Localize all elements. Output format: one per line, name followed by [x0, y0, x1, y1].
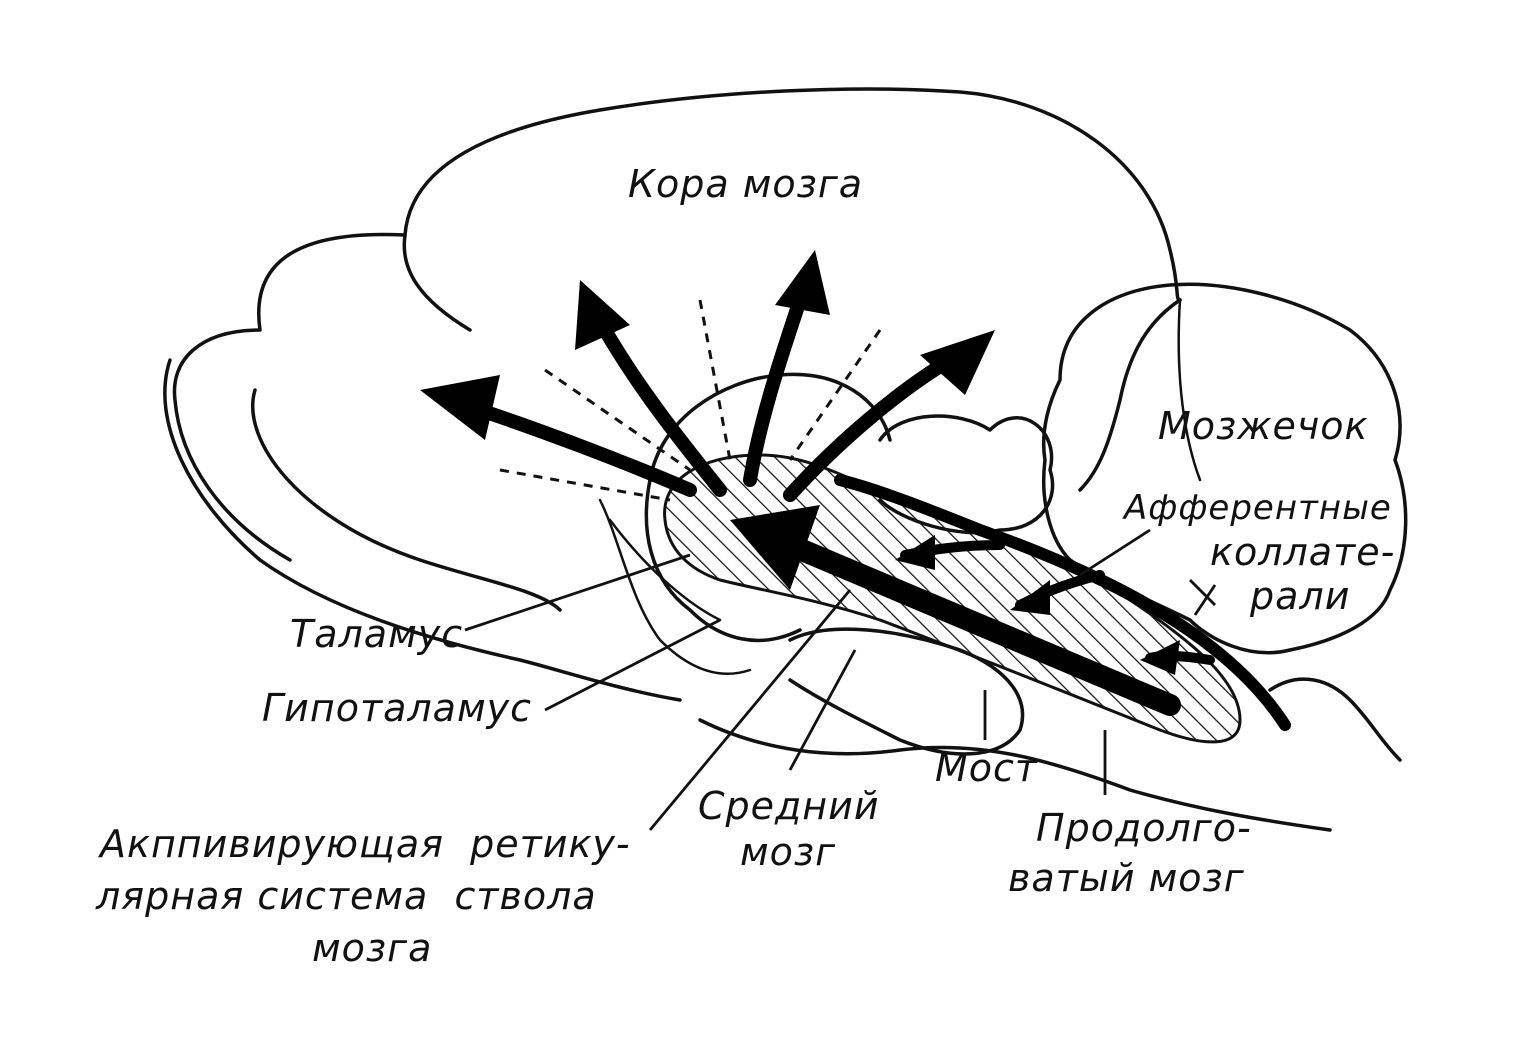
arrow-head	[1140, 640, 1180, 675]
ascending-arrow	[473, 403, 697, 497]
cerebellum-fold	[1177, 298, 1202, 482]
thalamus-label: Таламус	[290, 612, 464, 656]
afferent-collateral-arrow	[834, 474, 1291, 731]
afferent-label-line2: коллате-	[1210, 530, 1396, 574]
dashed-fiber	[698, 299, 732, 461]
cortex-lower-edge	[1078, 298, 1182, 492]
thalamus-leader	[464, 553, 691, 632]
hypothalamus-inner	[608, 518, 722, 622]
ascending-arrow	[783, 353, 957, 502]
cerebellum-outline	[1041, 282, 1408, 655]
afferent-leader	[1193, 584, 1217, 616]
arrow-head	[895, 535, 935, 570]
arrow-head	[775, 250, 830, 315]
dashed-fiber	[499, 468, 671, 502]
hypothalamus-outline	[598, 498, 752, 675]
midbrain-leader	[788, 649, 857, 771]
hypothalamus-label: Гипоталамус	[262, 686, 533, 730]
pons-outline	[788, 627, 1025, 756]
afferent-leader	[1189, 579, 1216, 606]
midbrain-label-line1: Средний	[698, 784, 880, 828]
brainstem-upper-edge	[1268, 677, 1402, 762]
frontal-lobe-outline	[163, 358, 682, 702]
ascending-arrow	[598, 323, 727, 497]
arrow-head	[420, 375, 500, 440]
inner-fold	[251, 388, 562, 612]
afferent-leader	[1079, 528, 1151, 577]
afferent-label-line1: Афферентные	[1124, 488, 1392, 528]
cerebellum-label: Мозжечок	[1158, 404, 1369, 448]
medulla-label-line1: Продолго-	[1036, 806, 1252, 850]
arrow-head	[730, 505, 820, 590]
thalamus-lower	[644, 478, 802, 643]
ras-label-line2: лярная система ствола	[96, 874, 597, 918]
ascending-arrow	[743, 293, 807, 487]
brainstem-lower-edge	[698, 718, 1332, 832]
dashed-fiber	[544, 368, 691, 472]
arrow-head	[575, 280, 630, 350]
ras-label-line3: мозга	[312, 926, 433, 970]
afferent-label-line3: рали	[1250, 574, 1351, 618]
arrow-head	[920, 330, 995, 395]
hypothalamus-leader	[544, 618, 721, 712]
midbrain-label-line2: мозг	[740, 830, 837, 874]
cortex-label: Кора мозга	[628, 162, 864, 206]
ras-label-line1: Акппивирующая ретику-	[100, 822, 631, 866]
pons-label: Мост	[935, 746, 1039, 790]
arrow-head	[1010, 580, 1050, 615]
ras-leader	[648, 589, 852, 831]
cortex-front-outline	[172, 232, 407, 562]
main-ascending-arrow	[779, 534, 1181, 716]
medulla-label-line2: ватый мозг	[1008, 856, 1245, 900]
